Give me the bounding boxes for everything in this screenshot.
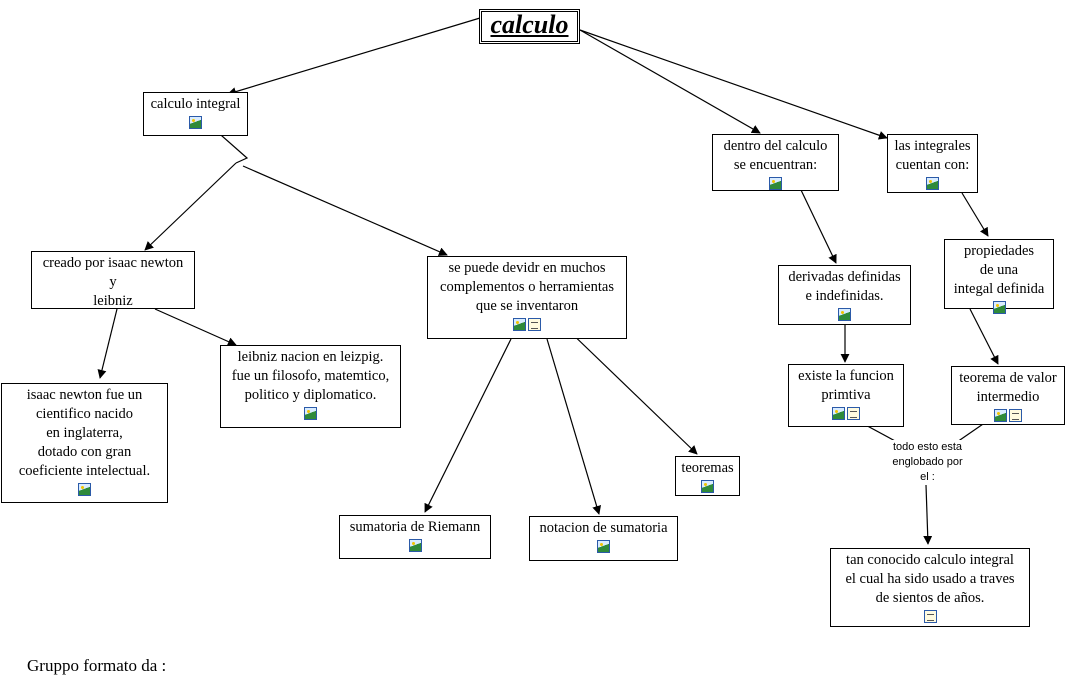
concept-label: creado por isaac newton y leibniz — [42, 255, 184, 309]
document-resource-icon[interactable] — [528, 318, 541, 331]
link-propiedades-teorema — [969, 308, 999, 365]
concept-se-puede-dividir[interactable]: se puede devidr en muchos complementos o… — [427, 256, 627, 339]
image-resource-icon[interactable] — [701, 480, 714, 493]
concept-label: propiedades de una integal definida — [953, 243, 1045, 297]
image-resource-icon[interactable] — [189, 116, 202, 129]
link-creado-leibniz — [154, 308, 237, 346]
link-integral-creado — [144, 162, 237, 251]
concept-label: derivadas definidas e indefinidas. — [788, 269, 901, 304]
image-resource-icon[interactable] — [769, 177, 782, 190]
link-integral-dividir — [242, 165, 448, 256]
concept-label: tan conocido calculo integral el cual ha… — [845, 552, 1015, 606]
concept-label: leibniz nacion en leizpig. fue un filoso… — [231, 349, 390, 403]
link-label-tan-conocido — [923, 484, 933, 545]
concept-dentro-del-calculo[interactable]: dentro del calculo se encuentran: — [712, 134, 839, 191]
image-resource-icon[interactable] — [408, 539, 422, 552]
link-teorema-label — [956, 421, 987, 443]
document-resource-icon[interactable] — [923, 610, 937, 623]
link-calculo-integrales — [579, 29, 888, 140]
concept-label: se puede devidr en muchos complementos o… — [440, 260, 614, 314]
concept-propiedades[interactable]: propiedades de una integal definida — [944, 239, 1054, 314]
concept-label: teorema de valor intermedio — [959, 370, 1057, 405]
concept-calculo[interactable]: calculo — [479, 9, 580, 44]
concept-label: calculo integral — [150, 96, 241, 112]
link-calculo-integral — [227, 17, 481, 96]
concept-teoremas[interactable]: teoremas — [675, 456, 740, 496]
image-resource-icon[interactable] — [597, 540, 610, 553]
concept-label: teoremas — [681, 460, 734, 476]
concept-sumatoria-riemann[interactable]: sumatoria de Riemann — [339, 515, 491, 559]
concept-label: notacion de sumatoria — [539, 520, 668, 536]
concept-label: sumatoria de Riemann — [349, 519, 481, 535]
link-calculo-dentro — [579, 29, 761, 134]
concept-leibniz[interactable]: leibniz nacion en leizpig. fue un filoso… — [220, 345, 401, 428]
image-resource-icon[interactable] — [838, 308, 851, 321]
concept-label: las integrales cuentan con: — [894, 138, 971, 173]
document-resource-icon[interactable] — [1009, 409, 1022, 422]
footer-group-text: Gruppo formato da : — [27, 656, 167, 675]
link-phrase-englobado: todo esto esta englobado por el : — [880, 440, 975, 485]
image-resource-icon[interactable] — [992, 301, 1006, 314]
link-dividir-teoremas — [562, 324, 698, 455]
link-integrales-propiedades — [961, 192, 989, 237]
image-resource-icon[interactable] — [304, 407, 317, 420]
concept-notacion-sumatoria[interactable]: notacion de sumatoria — [529, 516, 678, 561]
concept-label: isaac newton fue un cientifico nacido en… — [18, 387, 151, 479]
link-dentro-derivadas — [800, 189, 837, 264]
link-creado-newton — [97, 308, 118, 379]
concept-teorema-valor[interactable]: teorema de valor intermedio — [951, 366, 1065, 425]
document-resource-icon[interactable] — [847, 407, 860, 420]
image-resource-icon[interactable] — [832, 407, 845, 420]
link-dividir-notacion — [546, 338, 602, 515]
concept-tan-conocido[interactable]: tan conocido calculo integral el cual ha… — [830, 548, 1030, 627]
concept-integrales-cuentan[interactable]: las integrales cuentan con: — [887, 134, 978, 193]
concept-label: existe la funcion primtiva — [798, 368, 894, 403]
image-resource-icon[interactable] — [513, 318, 526, 331]
concept-funcion-primitiva[interactable]: existe la funcion primtiva — [788, 364, 904, 427]
concept-label: dentro del calculo se encuentran: — [723, 138, 828, 173]
concept-isaac-newton[interactable]: isaac newton fue un cientifico nacido en… — [1, 383, 168, 503]
image-resource-icon[interactable] — [926, 177, 939, 190]
concept-calculo-integral[interactable]: calculo integral — [143, 92, 248, 136]
concept-derivadas[interactable]: derivadas definidas e indefinidas. — [778, 265, 911, 325]
concept-calculo-label: calculo — [490, 10, 569, 39]
concept-creado-por[interactable]: creado por isaac newton y leibniz — [31, 251, 195, 309]
image-resource-icon[interactable] — [994, 409, 1007, 422]
image-resource-icon[interactable] — [78, 483, 91, 496]
link-dividir-riemann — [424, 338, 512, 513]
